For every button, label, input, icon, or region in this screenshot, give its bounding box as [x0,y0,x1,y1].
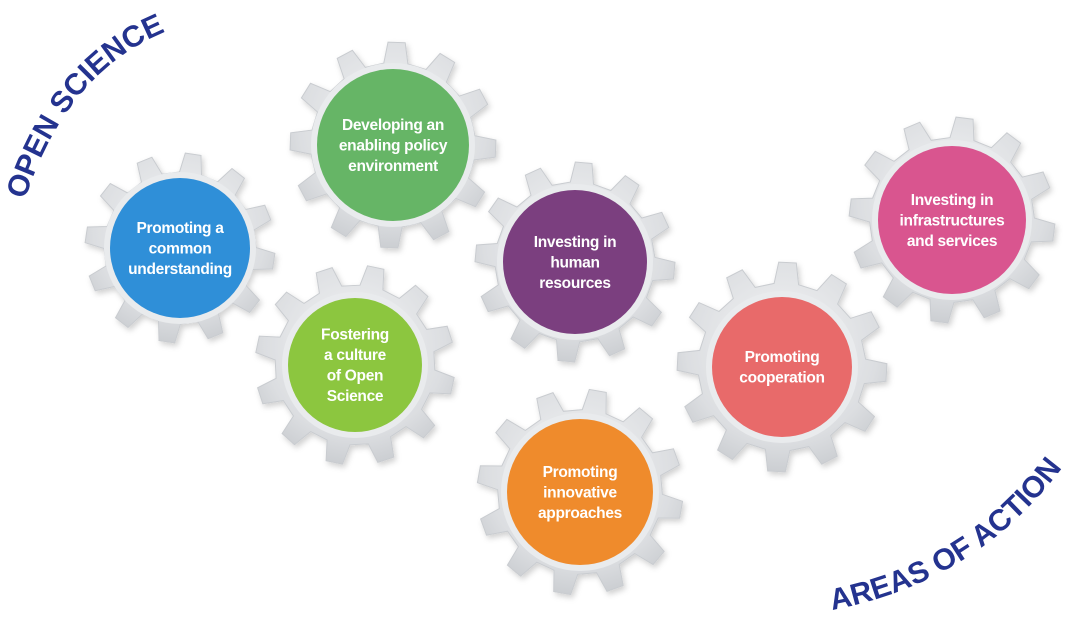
gear-center-circle [317,69,469,221]
gear-cooperation: Promoting cooperation [676,261,888,473]
gear-infrastructures-services: Investing in infrastructures and services [848,116,1056,324]
gear-label-line: Investing in [911,192,994,209]
gear-center-circle [507,419,653,565]
gear-label-line: Science [327,388,384,405]
gear-label-line: Fostering [321,327,389,344]
gear-label-line: common [149,240,212,257]
gear-label-line: a culture [324,347,387,364]
gear-label: Promoting cooperation [739,349,824,387]
gear-center-circle [503,190,647,334]
gear-label-line: enabling policy [339,137,448,154]
gear-label-line: Promoting [745,349,820,366]
gear-label: Developing an enabling policy environment [339,117,448,175]
areas-of-action-title-text: AREAS OF ACTION [827,452,1068,617]
gear-label-line: infrastructures [900,212,1005,229]
gear-label-line: resources [539,275,610,292]
gear-label: Investing in human resources [534,234,617,292]
gear-label: Promoting innovative approaches [538,464,622,522]
areas-of-action-title: AREAS OF ACTION [827,452,1068,617]
gear-label-line: understanding [128,261,232,278]
gear-label-line: human [550,254,599,271]
gear-innovative-approaches: Promoting innovative approaches [476,388,684,596]
gear-label-line: Investing in [534,234,617,251]
gear-common-understanding: Promoting a common understanding [84,152,276,344]
gear-label-line: approaches [538,505,622,522]
gear-label: Promoting a common understanding [128,220,232,278]
gear-label-line: Developing an [342,117,444,134]
gear-center-circle [110,178,250,318]
gear-human-resources: Investing in human resources [474,161,676,363]
gear-label-line: of Open [327,368,383,385]
gear-center-circle [712,297,852,437]
gear-label-line: cooperation [739,370,824,387]
gear-policy-environment: Developing an enabling policy environment [289,41,497,249]
gear-label-line: Promoting [543,464,618,481]
gear-label-line: environment [348,158,438,175]
gear-center-circle [288,298,422,432]
gear-label-line: innovative [543,484,617,501]
gear-label: Investing in infrastructures and services [900,192,1005,250]
gear-center-circle [878,146,1026,294]
gear-label-line: Promoting a [136,220,224,237]
gear-label-line: and services [907,233,997,250]
